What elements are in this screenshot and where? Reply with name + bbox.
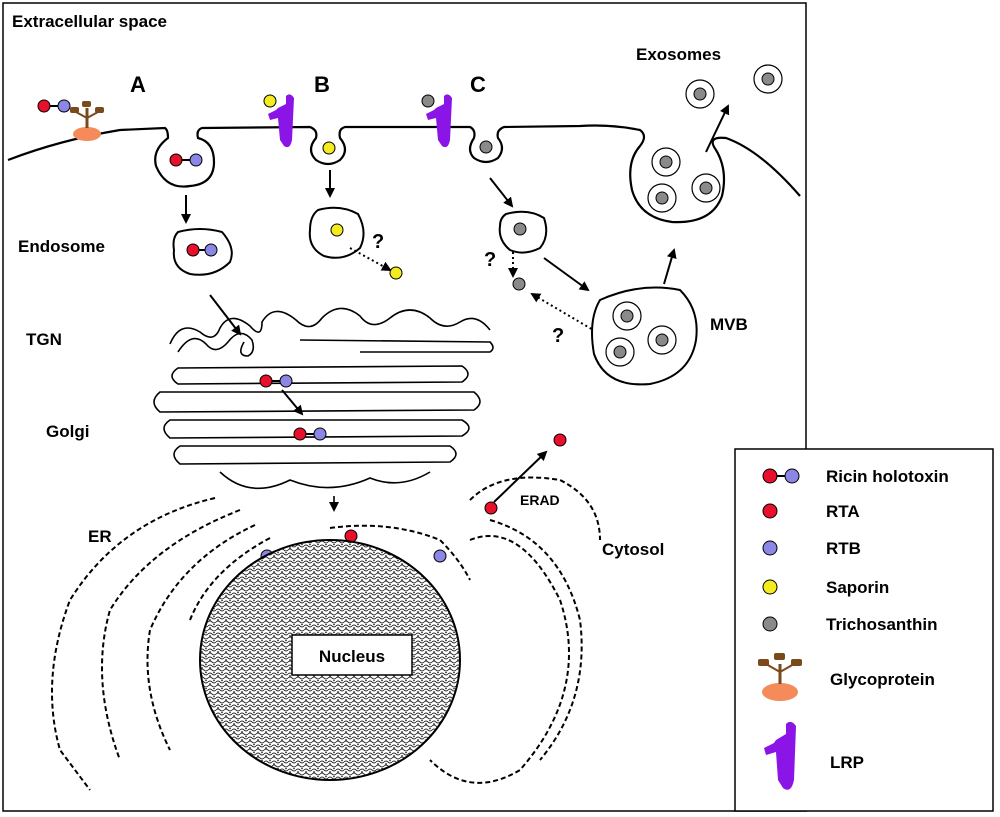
glycoprotein-receptor	[70, 101, 104, 141]
legend-label-glycoprotein: Glycoprotein	[830, 670, 935, 689]
question-mark-c-lower: ?	[552, 325, 564, 347]
multivesicular-body	[591, 286, 698, 386]
pathway-label-c: C	[470, 72, 486, 97]
fusing-mvb-vesicles	[647, 147, 721, 213]
exosomes	[685, 64, 783, 109]
endosome-label: Endosome	[18, 237, 105, 256]
cytosolic-trichosanthin-dot	[512, 277, 526, 291]
rta-dot-icon	[762, 503, 778, 519]
exosomes-label: Exosomes	[636, 45, 721, 64]
membrane-saporin-dot	[263, 94, 277, 108]
erad-label: ERAD	[520, 492, 560, 508]
membrane-trichosanthin-dot	[421, 94, 435, 108]
legend-label-ricin-holotoxin: Ricin holotoxin	[826, 467, 949, 486]
lrp-receptor-c	[426, 94, 452, 148]
ricin-holotoxin-icon	[762, 468, 800, 484]
arrow-c-to-endosome	[489, 177, 514, 208]
legend-label-lrp: LRP	[830, 753, 864, 772]
extracellular-space-label: Extracellular space	[12, 12, 167, 31]
tgn-label: TGN	[26, 330, 62, 349]
endosome-a	[172, 228, 233, 276]
endocytic-pit-ricin	[169, 153, 203, 167]
endosome-b	[308, 206, 365, 259]
legend-label-rtb: RTB	[826, 539, 861, 558]
golgi-cisternae	[153, 365, 481, 490]
er-lumen-rtb-dot-right	[433, 549, 447, 563]
membrane-ricin-holotoxin	[37, 99, 71, 113]
cytosol-label: Cytosol	[602, 540, 664, 559]
legend-label-trichosanthin: Trichosanthin	[826, 615, 937, 634]
er-rta-dot	[484, 501, 498, 515]
pit-saporin-dot	[322, 141, 336, 155]
trichosanthin-dot-icon	[762, 616, 778, 632]
arrow-golgi-retrograde	[281, 389, 304, 416]
arrow-mvb-to-membrane	[663, 248, 677, 285]
cytosolic-rta-dot	[553, 433, 567, 447]
arrow-endosome-to-mvb	[543, 257, 590, 292]
dotted-arrow-mvb-escape	[530, 292, 601, 335]
endoplasmic-reticulum	[51, 476, 601, 791]
golgi-ricin-lower	[293, 427, 327, 441]
figure-frame	[2, 2, 807, 812]
question-mark-c-upper: ?	[484, 249, 496, 271]
arrow-exosome-release	[705, 104, 730, 153]
lrp-icon	[764, 721, 796, 790]
glycoprotein-icon	[758, 653, 802, 701]
endosome-c	[498, 210, 548, 254]
question-mark-b: ?	[372, 231, 384, 253]
cytosolic-saporin-dot	[389, 266, 403, 280]
mvb-label: MVB	[710, 315, 748, 334]
pit-trichosanthin-dot	[479, 140, 493, 154]
plasma-membrane	[7, 124, 801, 224]
trans-golgi-network	[169, 307, 494, 357]
legend-label-saporin: Saporin	[826, 578, 889, 597]
lrp-receptor-b	[268, 94, 294, 148]
pathway-label-a: A	[130, 72, 146, 97]
legend-label-rta: RTA	[826, 502, 860, 521]
saporin-dot-icon	[762, 579, 778, 595]
legend: Ricin holotoxin RTA RTB Saporin Trichosa…	[734, 448, 994, 812]
nucleus-label: Nucleus	[319, 647, 385, 666]
arrow-erad-retrotranslocation	[493, 450, 548, 503]
arrow-endosome-to-tgn	[209, 294, 242, 336]
golgi-ricin-upper	[259, 374, 293, 388]
golgi-label: Golgi	[46, 422, 89, 441]
nucleus: Nucleus	[199, 539, 461, 781]
pathway-label-b: B	[314, 72, 330, 97]
rtb-dot-icon	[762, 540, 778, 556]
er-label: ER	[88, 527, 112, 546]
